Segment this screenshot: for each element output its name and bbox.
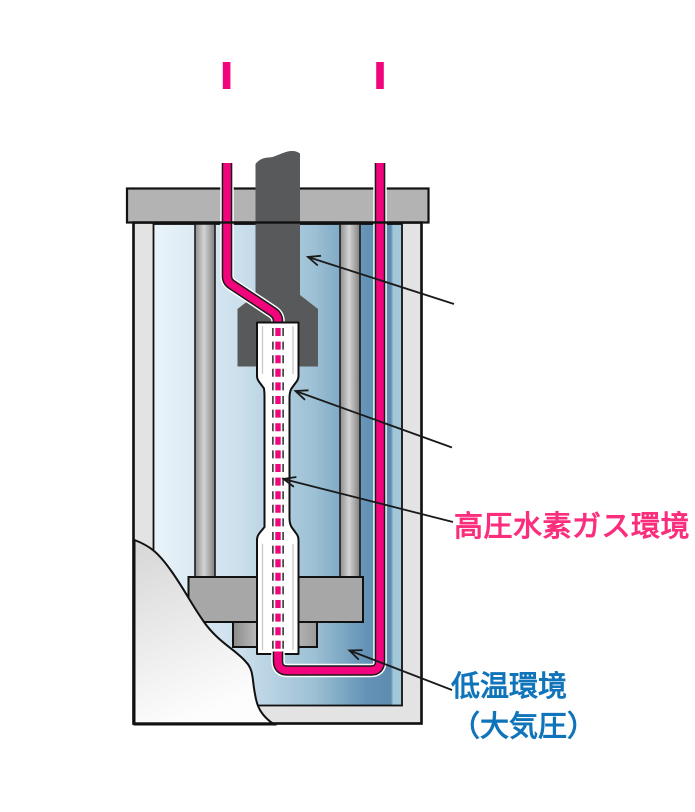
leader-arrow-specimen-grip — [293, 389, 453, 449]
tube-dash-top-left — [222, 62, 231, 89]
hydrogen-tube-loop — [271, 163, 387, 678]
hydrogen-environment-label: 高圧水素ガス環境 — [454, 509, 691, 543]
pull-rod — [237, 151, 318, 367]
cold-environment-label-line2: （大気圧） — [451, 709, 597, 743]
specimen — [256, 321, 300, 655]
leader-arrow-specimen-gauge — [281, 476, 454, 523]
cutaway-blob — [133, 538, 278, 726]
leader-arrow-pull-rod — [305, 254, 455, 305]
cold-environment-label-line1: 低温環境 — [451, 669, 568, 703]
tie-rod-left — [194, 223, 216, 578]
leader-arrow-cold-environment — [347, 649, 453, 691]
cold-environment-label: 低温環境 （大気圧） — [451, 666, 596, 746]
vessel-shell-outline — [132, 221, 423, 725]
tie-rod-right — [339, 223, 361, 578]
hydrogen-tube-inlet — [220, 163, 285, 334]
tube-dash-top-right — [376, 62, 384, 89]
